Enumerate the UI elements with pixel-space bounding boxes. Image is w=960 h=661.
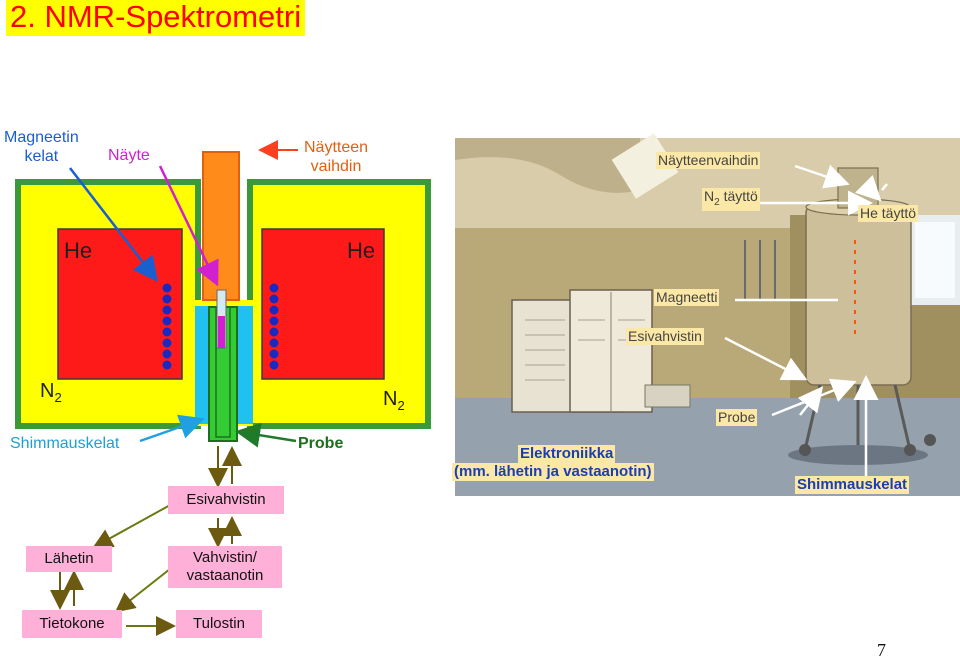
label-he-left: He: [64, 238, 93, 263]
label-probe: Probe: [298, 435, 344, 452]
photo-label-probe: Probe: [716, 409, 758, 426]
photo-label-preamplifier: Esivahvistin: [626, 328, 704, 345]
box-computer: Tietokone: [22, 610, 122, 638]
coil-dots-right: [269, 283, 279, 370]
label-sample: Näyte: [108, 147, 150, 164]
box-amplifier-receiver: Vahvistin/ vastaanotin: [168, 546, 282, 588]
label-he-right: He: [347, 238, 376, 263]
sample-changer-shape: [202, 151, 240, 301]
box-output-printer: Tulostin: [176, 610, 262, 638]
label-shim-coils: Shimmauskelat: [10, 435, 120, 452]
label-n2-right: N2: [383, 388, 405, 413]
photo-label-sample-changer: Näytteenvaihdin: [656, 152, 761, 169]
photo-label-electronics-2: (mm. lähetin ja vastaanotin): [452, 463, 654, 481]
photo-label-electronics-1: Elektroniikka: [518, 445, 616, 463]
he-coil-right: [261, 228, 385, 380]
photo-arrows: [724, 164, 888, 478]
box-transmitter: Lähetin: [26, 546, 112, 572]
label-magnet-coils: Magneetin kelat: [4, 129, 79, 165]
photo-label-n2-fill: N2 täyttö: [702, 188, 760, 211]
photo-label-he-fill: He täyttö: [858, 205, 919, 222]
he-coil-left: [57, 228, 183, 380]
coil-dots-left: [162, 283, 172, 370]
photo-label-magnet: Magneetti: [654, 289, 720, 306]
box-preamplifier: Esivahvistin: [168, 486, 284, 514]
label-sample-changer: Näytteen vaihdin: [304, 139, 369, 175]
label-n2-left: N2: [40, 380, 62, 405]
photo-label-shim-coils: Shimmauskelat: [795, 476, 910, 494]
page-title: 2. NMR-Spektrometri: [6, 0, 306, 36]
page-number: 7: [877, 640, 886, 660]
